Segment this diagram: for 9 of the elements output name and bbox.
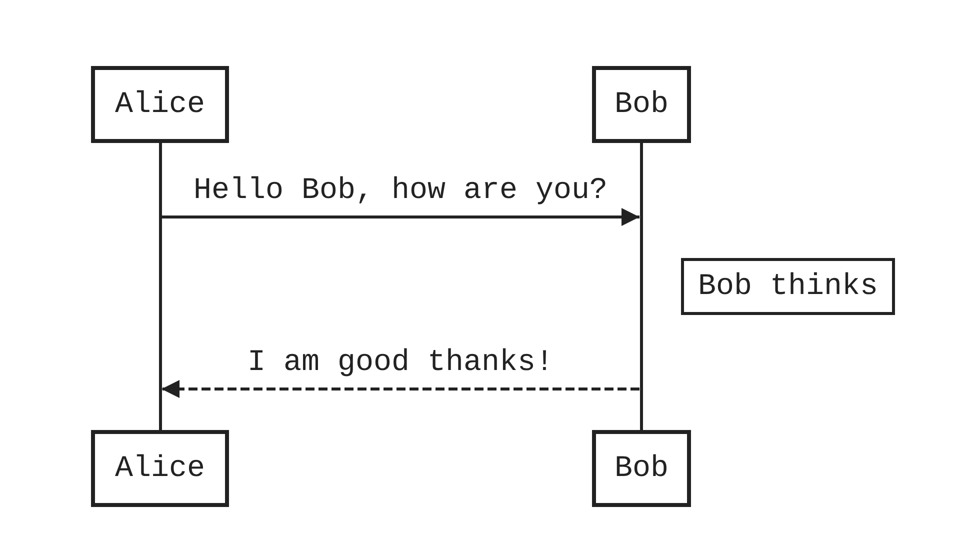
message-arrow (162, 208, 640, 226)
participant-box: Bob (592, 430, 691, 507)
message-arrow (162, 380, 640, 398)
note-box: Bob thinks (681, 258, 895, 315)
participant-box: Bob (592, 66, 691, 143)
participant-box: Alice (91, 66, 229, 143)
lifeline (640, 143, 642, 430)
participant-box: Alice (91, 430, 229, 507)
lifeline (158, 143, 162, 430)
